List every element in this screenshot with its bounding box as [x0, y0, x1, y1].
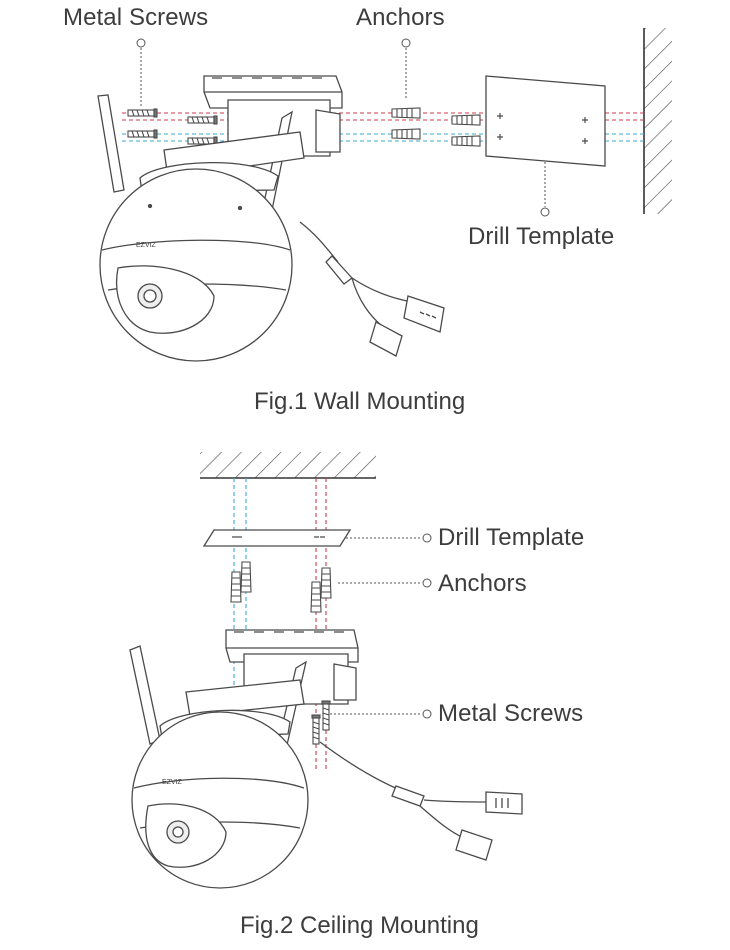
label-anchors: Anchors [438, 570, 527, 597]
screw [321, 700, 331, 731]
leader-dot-anchors [422, 578, 432, 588]
metal-screws [127, 108, 218, 146]
figure1-caption: Fig.1 Wall Mounting [254, 388, 466, 415]
leader-dot-metal-screws [422, 709, 432, 719]
antenna [129, 645, 161, 745]
figure2-caption: Fig.2 Ceiling Mounting [240, 912, 479, 939]
leader-dot-drill-template [540, 207, 550, 217]
ceiling [200, 452, 376, 479]
alignment-guides [233, 478, 327, 770]
screw [311, 714, 321, 745]
anchor [451, 114, 481, 126]
wall [643, 28, 672, 214]
leader-dot-drill-template [422, 533, 432, 543]
power-connector [455, 829, 493, 861]
anchor [391, 107, 421, 119]
leader-dot-anchors [401, 38, 411, 48]
drill-template [202, 529, 352, 547]
label-drill-template: Drill Template [438, 524, 585, 551]
anchor [451, 135, 481, 147]
figure1-wall-mounting: EZVIZ [97, 28, 672, 362]
label-metal-screws: Metal Screws [63, 4, 209, 31]
anchors [230, 561, 332, 613]
screw [127, 129, 158, 139]
camera-body [97, 94, 305, 362]
anchor [391, 128, 421, 140]
label-drill-template: Drill Template [468, 223, 615, 250]
label-metal-screws: Metal Screws [438, 700, 584, 727]
label-anchors: Anchors [356, 4, 445, 31]
anchor [310, 581, 322, 613]
anchor [320, 567, 332, 599]
leader-lines [330, 537, 422, 715]
camera-body [129, 645, 309, 889]
anchor [230, 571, 242, 603]
anchor [240, 561, 252, 593]
brand-logo-text: EZVIZ [136, 242, 157, 249]
figure2-ceiling-mounting: EZVIZ [129, 452, 523, 889]
power-connector [369, 321, 403, 357]
anchors [391, 107, 481, 147]
ethernet-connector [485, 791, 523, 815]
camera-cable [319, 741, 523, 861]
brand-logo-text: EZVIZ [162, 779, 183, 786]
antenna [97, 94, 125, 193]
leader-dot-metal-screws [136, 38, 146, 48]
screw [127, 108, 158, 118]
leader-lines [140, 48, 546, 207]
camera-cable [299, 221, 445, 357]
drill-template [485, 75, 606, 167]
screw [187, 115, 218, 125]
